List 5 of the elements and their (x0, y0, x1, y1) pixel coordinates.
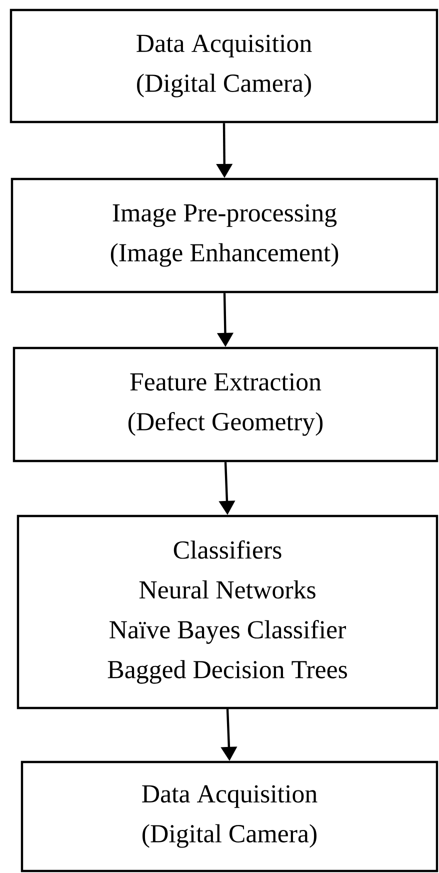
process-box: Data Acquisition (Digital Camera) (20, 760, 438, 872)
process-box: Classifiers Neural Networks Naïve Bayes Classifier Bagged Decision Trees (16, 514, 438, 710)
process-box: Image Pre-processing (Image Enhancement) (10, 178, 438, 294)
process-box: Feature Extraction (Defect Geometry) (12, 346, 438, 462)
process-box: Data Acquisition (Digital Camera) (10, 8, 438, 124)
